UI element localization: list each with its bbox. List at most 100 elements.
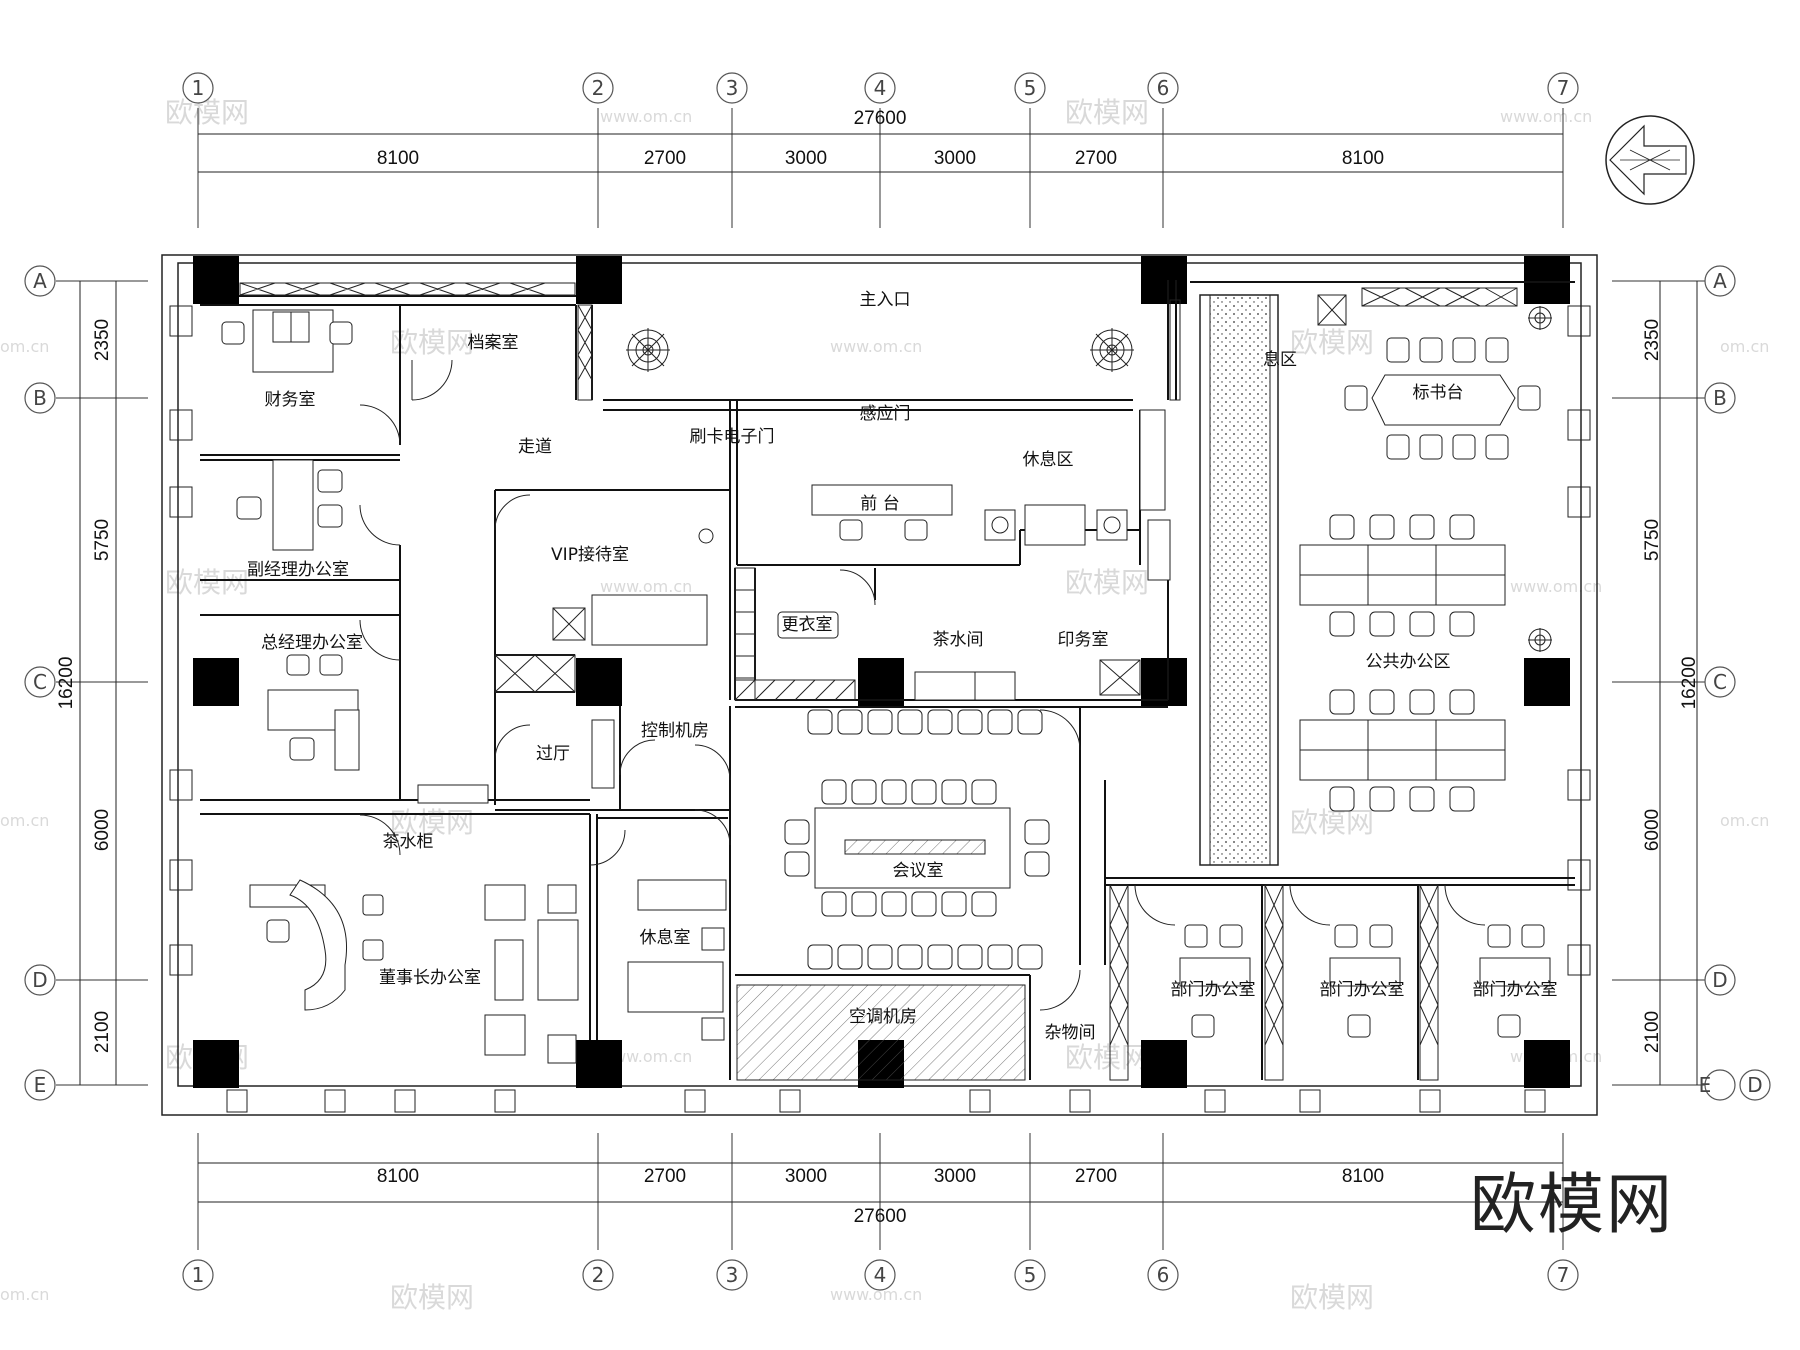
label-finance: 财务室 [265, 390, 316, 410]
watermark-url: www.om.cn [600, 1047, 692, 1066]
axis-label: C [33, 670, 47, 694]
dim-segment: 3000 [785, 148, 827, 169]
label-vip-room: VIP接待室 [551, 545, 629, 565]
watermark-brand: 欧模网 [1290, 806, 1374, 839]
room-labels: 主入口 档案室 财务室 走道 刷卡电子门 感应门 休息区 前 台 副经理办公室 … [247, 290, 1558, 1043]
dim-segment: 3000 [934, 1166, 976, 1187]
label-reception: 前 台 [860, 494, 899, 514]
axis-label: 2 [592, 1263, 605, 1287]
axis-label: B [1713, 386, 1727, 410]
dim-segment: 2700 [644, 1166, 686, 1187]
label-lounge-front: 休息区 [1023, 450, 1074, 470]
label-control-room: 控制机房 [641, 721, 709, 741]
dim-segment: 2100 [92, 1011, 113, 1053]
watermark-brand: 欧模网 [390, 806, 474, 839]
label-dept-office: 部门办公室 [1320, 980, 1405, 1000]
plant-icon [626, 306, 1552, 652]
watermark-url: om.cn [0, 811, 49, 830]
dim-segment: 2350 [92, 319, 113, 361]
dim-total: 27600 [854, 1206, 907, 1227]
grid-ticks [56, 108, 1705, 1250]
label-bid-table: 标书台 [1413, 383, 1464, 403]
dim-total: 27600 [854, 108, 907, 129]
dim-segment: 5750 [1642, 519, 1663, 561]
label-lounge-east: 息区 [1263, 350, 1297, 370]
watermarks: 欧模网 www.om.cn 欧模网 www.om.cn 欧模网 www.om.c… [0, 96, 1769, 1314]
watermark-url: om.cn [1720, 811, 1769, 830]
north-arrow-icon [1605, 115, 1695, 205]
planter-strip [1209, 294, 1271, 866]
label-meeting-room: 会议室 [893, 861, 944, 881]
dim-segment: 8100 [1342, 148, 1384, 169]
axis-label: 7 [1557, 76, 1570, 100]
watermark-url: om.cn [0, 337, 49, 356]
axis-label: E [1699, 1073, 1712, 1097]
row-axis-bubbles-right: A B C D E D [1699, 265, 1771, 1101]
label-dept-office: 部门办公室 [1171, 980, 1256, 1000]
dimension-lines [79, 133, 1698, 1203]
axis-label: 3 [726, 1263, 739, 1287]
axis-label: A [1713, 269, 1727, 293]
dim-segment: 6000 [1642, 809, 1663, 851]
partition-panels [239, 282, 1518, 1081]
dimension-left: 2350 5750 6000 2100 16200 [56, 319, 113, 1053]
watermark-brand: 欧模网 [1290, 326, 1374, 359]
axis-label: 4 [874, 76, 887, 100]
dim-segment: 2700 [1075, 1166, 1117, 1187]
watermark-url: om.cn [0, 1285, 49, 1304]
label-print-room: 印务室 [1058, 630, 1109, 650]
label-gm-office: 总经理办公室 [261, 633, 363, 653]
watermark-url: www.om.cn [1510, 577, 1602, 596]
dim-total: 16200 [56, 657, 77, 710]
watermark-url: www.om.cn [600, 107, 692, 126]
watermark-url: www.om.cn [600, 577, 692, 596]
dim-segment: 2700 [644, 148, 686, 169]
dim-segment: 8100 [377, 1166, 419, 1187]
watermark-brand: 欧模网 [390, 326, 474, 359]
axis-label: 5 [1024, 1263, 1037, 1287]
label-main-entrance: 主入口 [860, 290, 911, 310]
axis-label: 5 [1024, 76, 1037, 100]
axis-label: 7 [1557, 1263, 1570, 1287]
watermark-url: www.om.cn [830, 1285, 922, 1304]
watermark-brand: 欧模网 [1065, 566, 1149, 599]
axis-label: D [32, 968, 47, 992]
dim-segment: 2100 [1642, 1011, 1663, 1053]
axis-label: B [33, 386, 47, 410]
furniture [221, 294, 1551, 1064]
axis-label: 3 [726, 76, 739, 100]
label-deputy-gm-office: 副经理办公室 [247, 560, 349, 580]
label-card-door: 刷卡电子门 [690, 427, 775, 447]
axis-label: 1 [192, 76, 205, 100]
svg-text:D: D [1747, 1073, 1762, 1097]
brand-logo: 欧模网 [1470, 1166, 1674, 1243]
label-changing-room: 更衣室 [782, 615, 833, 635]
dim-segment: 3000 [785, 1166, 827, 1187]
label-pantry: 茶水间 [933, 630, 984, 650]
label-sensor-door: 感应门 [860, 404, 911, 424]
watermark-brand: 欧模网 [165, 96, 249, 129]
axis-label: C [1713, 670, 1727, 694]
outer-walls [161, 254, 1598, 1116]
label-storage: 杂物间 [1045, 1023, 1096, 1043]
axis-label: 1 [192, 1263, 205, 1287]
watermark-url: www.om.cn [830, 337, 922, 356]
axis-label: 2 [592, 76, 605, 100]
axis-label: D [1712, 968, 1727, 992]
watermark-brand: 欧模网 [1065, 1041, 1149, 1074]
axis-label: A [33, 269, 47, 293]
label-chairman-office: 董事长办公室 [379, 968, 481, 988]
label-rest-room: 休息室 [640, 928, 691, 948]
watermark-url: www.om.cn [1500, 107, 1592, 126]
watermark-brand: 欧模网 [390, 1281, 474, 1314]
dimension-top: 27600 8100 2700 3000 3000 2700 8100 [377, 108, 1384, 169]
dim-segment: 8100 [377, 148, 419, 169]
dim-segment: 3000 [934, 148, 976, 169]
axis-label: 4 [874, 1263, 887, 1287]
label-tea-cabinet: 茶水柜 [383, 832, 434, 852]
hvac-hatch [736, 984, 1026, 1081]
row-axis-bubbles-left: A B C D E [24, 265, 56, 1101]
axis-label: 6 [1157, 76, 1170, 100]
axis-label: 6 [1157, 1263, 1170, 1287]
